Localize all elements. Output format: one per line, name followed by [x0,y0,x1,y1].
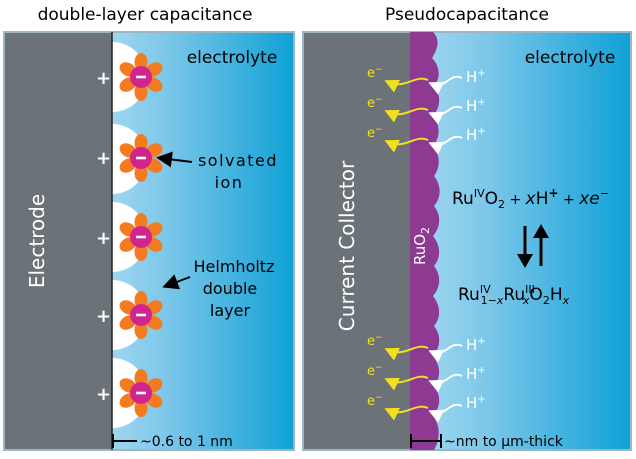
left-electrolyte-label: electrolyte [187,48,278,68]
ion-label: ion [215,173,244,192]
double-label: double [203,279,258,298]
electron-label: e− [367,333,383,349]
equilibrium-arrows [517,224,549,268]
electron-label: e− [367,363,383,379]
svg-text:+: + [96,68,111,89]
proton-label: H+ [466,394,486,412]
helmholtz-label: Helmholtz [194,257,275,276]
equation-top: RuIVO2 + xH+ + xe− [452,186,609,211]
proton-label: H+ [466,365,486,383]
ruo2-layer [410,32,440,450]
right-electrolyte-label: electrolyte [525,48,616,68]
left-panel: double-layer capacitance + + + + + Elect… [3,5,295,451]
svg-text:+: + [96,306,111,327]
proton-label: H+ [466,97,486,115]
proton-label: H+ [466,68,486,86]
right-panel: Pseudocapacitance RuO2 Current Collector… [302,5,632,451]
svg-text:+: + [96,148,111,169]
svg-text:+: + [96,228,111,249]
proton-label: H+ [466,126,486,144]
electron-label: e− [367,95,383,111]
left-electrode [4,32,112,450]
current-collector-label: Current Collector [335,160,359,331]
right-frame [302,31,632,451]
right-scale-label: ~nm to μm-thick [444,434,564,450]
charge-transfer-top: e− e− e− H+ H+ H+ [367,65,486,155]
charge-transfer-bottom: e− e− e− H+ H+ H+ [367,333,486,423]
svg-text:+: + [96,384,111,405]
left-scale-label: ~0.6 to 1 nm [140,434,233,450]
ruo2-label: RuO2 [411,227,432,265]
solvated-ion-pointer [156,151,193,168]
electron-label: e− [367,65,383,81]
proton-label: H+ [466,336,486,354]
electrode-charges: + + + + + [96,68,111,405]
electron-label: e− [367,393,383,409]
solvated-label: solvated [198,151,278,170]
electron-label: e− [367,125,383,141]
right-title: Pseudocapacitance [385,5,549,25]
electrode-label: Electrode [25,194,49,288]
helmholtz-pointer [162,274,191,290]
left-frame [3,31,295,451]
layer-label: layer [210,301,251,320]
left-title: double-layer capacitance [38,5,253,25]
